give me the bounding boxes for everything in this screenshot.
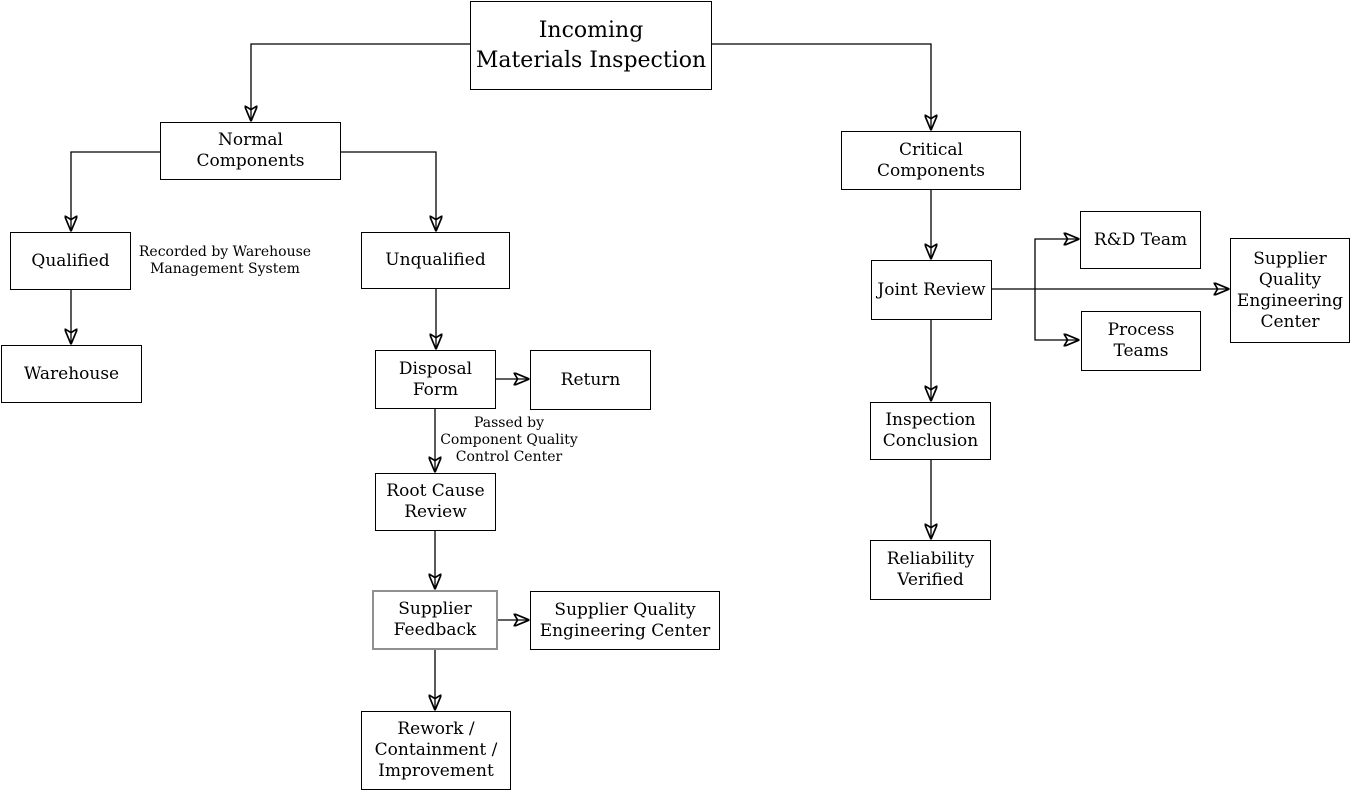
node-label: Critical Components xyxy=(877,139,985,181)
node-label: Incoming Materials Inspection xyxy=(475,17,707,73)
node-label: Supplier Quality Engineering Center xyxy=(1236,248,1344,332)
annotation-passed-by-component-quality: Passed by Component Quality Control Cent… xyxy=(440,415,578,465)
node-label: Supplier Quality Engineering Center xyxy=(539,599,711,641)
node-root-cause-review: Root Cause Review xyxy=(375,473,496,531)
edge-title-to-critical-components xyxy=(712,43,931,129)
edge-joint-review-to-rd-team xyxy=(1034,239,1078,289)
node-label: Root Cause Review xyxy=(386,481,485,522)
node-label: Inspection Conclusion xyxy=(882,410,979,451)
node-return: Return xyxy=(530,350,651,410)
node-label: Warehouse xyxy=(23,363,120,384)
node-process-teams: Process Teams xyxy=(1081,311,1201,371)
node-label: Reliability Verified xyxy=(886,549,975,590)
node-label: Unqualified xyxy=(385,250,486,270)
node-label: Process Teams xyxy=(1107,320,1175,361)
node-label: Joint Review xyxy=(877,279,986,300)
node-incoming-materials-inspection: Incoming Materials Inspection xyxy=(470,1,712,90)
node-supplier-feedback: Supplier Feedback xyxy=(372,590,498,650)
node-label: R&D Team xyxy=(1093,229,1188,250)
node-supplier-quality-engineering-center-right: Supplier Quality Engineering Center xyxy=(1230,238,1350,343)
node-rework-containment-improvement: Rework / Containment / Improvement xyxy=(361,711,511,790)
edge-normal-to-qualified xyxy=(71,151,160,230)
node-label: Return xyxy=(560,369,621,390)
node-label: Normal Components xyxy=(196,130,305,171)
node-critical-components: Critical Components xyxy=(841,131,1021,190)
annotation-recorded-by-warehouse: Recorded by Warehouse Management System xyxy=(138,244,312,277)
edge-title-to-normal-components xyxy=(251,43,471,120)
node-unqualified: Unqualified xyxy=(361,232,510,289)
edge-normal-to-unqualified xyxy=(341,151,436,230)
node-warehouse: Warehouse xyxy=(1,345,142,403)
node-joint-review: Joint Review xyxy=(871,260,992,320)
node-label: Disposal Form xyxy=(398,358,473,400)
node-label: Supplier Feedback xyxy=(393,599,477,640)
node-label: Rework / Containment / Improvement xyxy=(374,719,498,781)
node-normal-components: Normal Components xyxy=(160,122,341,180)
edge-joint-review-to-process-teams xyxy=(1034,289,1078,340)
node-supplier-quality-engineering-center: Supplier Quality Engineering Center xyxy=(530,591,720,650)
node-rd-team: R&D Team xyxy=(1080,211,1201,269)
node-qualified: Qualified xyxy=(10,232,131,290)
node-inspection-conclusion: Inspection Conclusion xyxy=(870,402,991,460)
node-label: Qualified xyxy=(31,250,110,271)
node-reliability-verified: Reliability Verified xyxy=(870,540,991,600)
node-disposal-form: Disposal Form xyxy=(375,350,496,409)
